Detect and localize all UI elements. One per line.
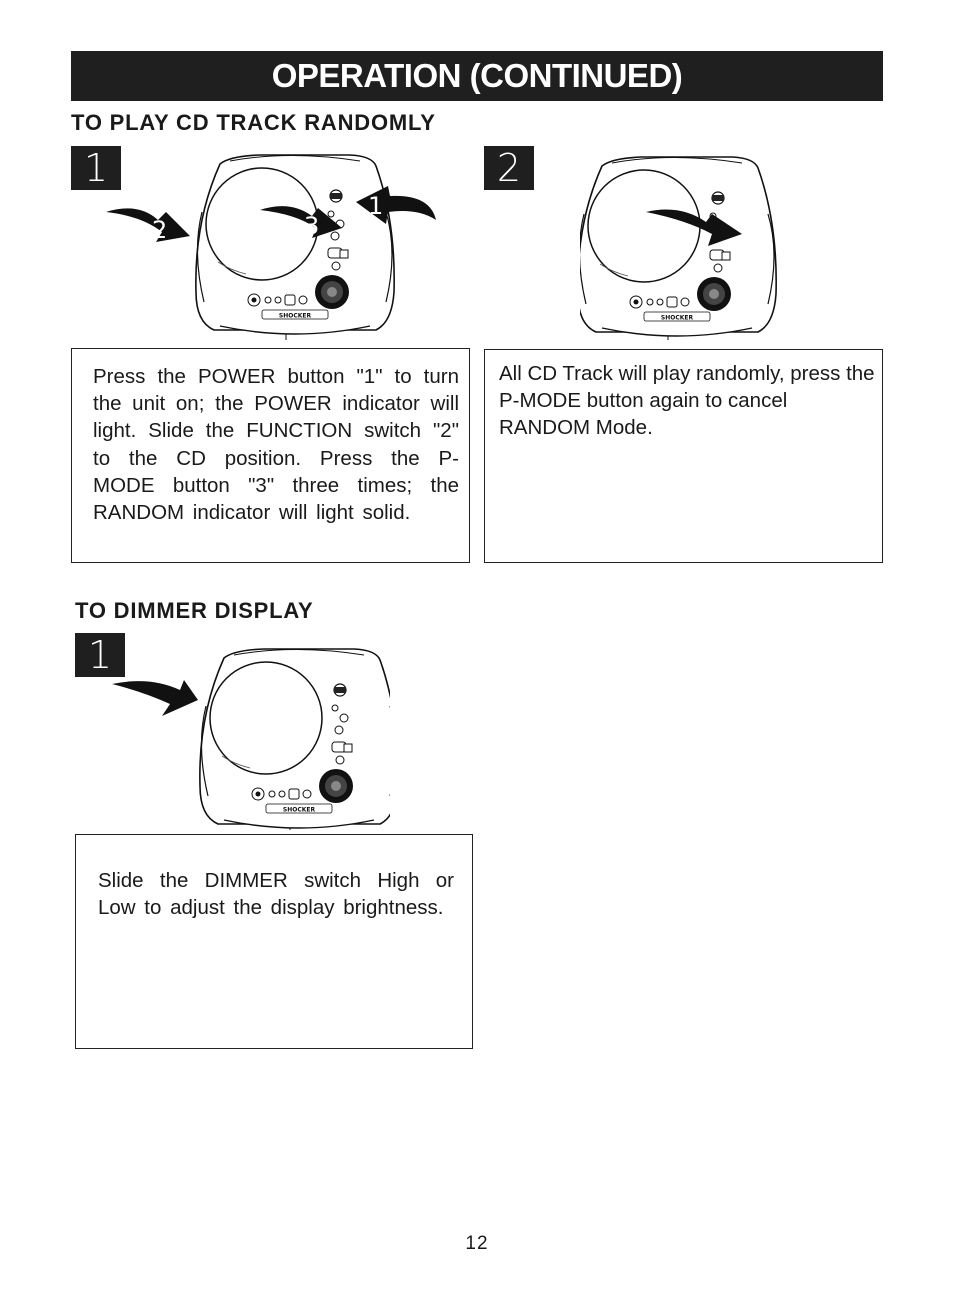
instruction-box-random-1: Press the POWER button "1" to turn the u…	[71, 348, 470, 563]
arrow-pmode-button	[260, 206, 342, 238]
arrow-pmode-button-2	[646, 209, 742, 246]
step-badge-random-1: 1	[71, 146, 121, 190]
callout-1: 1	[368, 192, 383, 220]
section-title-random: TO PLAY CD TRACK RANDOMLY	[71, 110, 436, 135]
instruction-text-dimmer-1: Slide the DIMMER switch High or Low to a…	[98, 869, 454, 920]
page-number: 12	[465, 1233, 489, 1254]
arrow-power-button	[356, 186, 436, 224]
arrow-dimmer-switch	[112, 680, 198, 716]
instruction-text-random-1: Press the POWER button "1" to turn the u…	[93, 365, 459, 525]
page-title: OPERATION (CONTINUED)	[271, 57, 683, 94]
karaoke-unit-illustration-dimmer-1	[112, 648, 390, 830]
section-title-dimmer: TO DIMMER DISPLAY	[75, 598, 314, 623]
arrow-function-switch	[106, 208, 190, 242]
page-header: OPERATION (CONTINUED)	[71, 51, 883, 101]
callout-3: 3	[304, 212, 319, 240]
instruction-box-dimmer-1: Slide the DIMMER switch High or Low to a…	[75, 834, 473, 1049]
karaoke-unit-illustration-random-1: 2 3 1	[106, 154, 436, 340]
step-badge-random-2: 2	[484, 146, 534, 190]
step-badge-dimmer-1: 1	[75, 633, 125, 677]
callout-2: 2	[152, 216, 167, 244]
karaoke-unit-illustration-random-2	[580, 156, 777, 340]
instruction-text-random-2: All CD Track will play randomly, press t…	[499, 362, 875, 440]
instruction-box-random-2: All CD Track will play randomly, press t…	[484, 349, 883, 563]
